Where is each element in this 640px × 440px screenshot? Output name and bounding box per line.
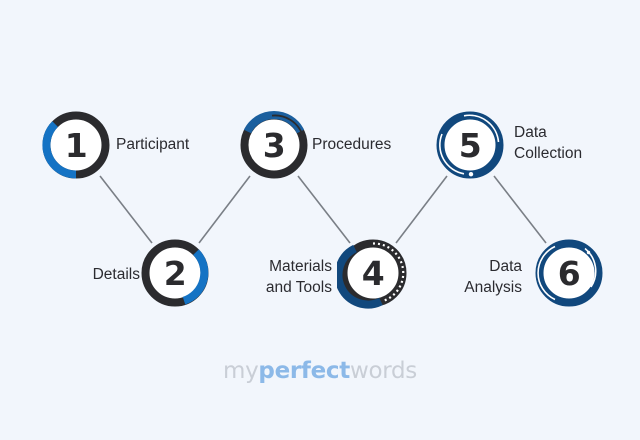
step-4-label: Materials and Tools: [265, 258, 332, 296]
logo-part-perfect: perfect: [258, 358, 350, 384]
step-6-number: 6: [557, 253, 581, 293]
step-6-label: Data Analysis: [464, 258, 522, 296]
step-5-label: Data Collection: [514, 124, 583, 162]
step-2-number: 2: [163, 253, 187, 293]
step-node-2[interactable]: 2: [139, 237, 211, 309]
connector-5-6: [493, 175, 547, 244]
step-6-ring-icon: [535, 239, 603, 307]
step-3-label: Procedures: [312, 136, 392, 153]
step-1-ring-icon: [42, 111, 110, 179]
step-2-ring-icon: [141, 239, 209, 307]
step-5-ring-icon: [436, 111, 504, 179]
step-4-ring-icon: [337, 239, 407, 309]
step-node-4[interactable]: 4: [337, 237, 409, 309]
step-3-ring-icon: [240, 111, 308, 179]
logo-part-words: words: [349, 358, 417, 384]
step-2-label: Details: [92, 266, 140, 283]
connector-4-5: [395, 175, 448, 244]
brand-logo: myperfectwords: [0, 358, 640, 384]
step-5-number: 5: [458, 125, 482, 165]
connector-2-3: [198, 175, 251, 244]
step-node-1[interactable]: 1: [40, 109, 112, 181]
step-3-number: 3: [262, 125, 286, 165]
step-1-label: Participant: [116, 136, 190, 153]
step-node-6[interactable]: 6: [533, 237, 605, 309]
step-4-number: 4: [361, 253, 385, 293]
connector-3-4: [297, 175, 351, 244]
step-1-number: 1: [64, 125, 88, 165]
logo-part-my: my: [223, 358, 259, 384]
step-node-3[interactable]: 3: [238, 109, 310, 181]
step-node-5[interactable]: 5: [434, 109, 506, 181]
connector-1-2: [99, 175, 153, 244]
